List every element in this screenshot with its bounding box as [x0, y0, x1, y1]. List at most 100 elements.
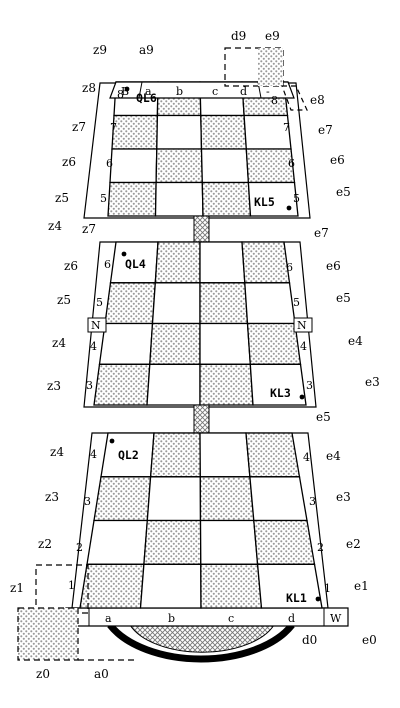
board-square [139, 563, 202, 609]
rank-3-left-mid: 3 [86, 379, 93, 392]
label-d9: d9 [231, 29, 246, 43]
middle-board [93, 241, 307, 406]
label-z9: z9 [93, 43, 107, 57]
rank-1-left-low: 1 [68, 579, 75, 592]
label-e6-top: e6 [330, 153, 345, 167]
board-square [151, 282, 201, 325]
rank-6-left-mid: 6 [104, 258, 111, 271]
file-b-top: b [176, 85, 183, 98]
board-square [199, 363, 254, 406]
rank-8-right: 8 [271, 94, 278, 107]
file-d-top: d [240, 85, 247, 98]
board-square [199, 282, 249, 325]
corner-n-right: N [297, 319, 307, 332]
label-e2-low: e2 [346, 537, 361, 551]
file-d-bottom: d [288, 612, 295, 625]
label-z6-top: z6 [62, 155, 76, 169]
label-e7-top: e7 [318, 123, 333, 137]
rank-4-right-mid: 4 [300, 340, 307, 353]
label-z4-low: z4 [50, 445, 64, 459]
label-e4-mid: e4 [348, 334, 363, 348]
board-square [111, 114, 159, 150]
base-arch [107, 622, 295, 663]
label-e8: e8 [310, 93, 325, 107]
label-e6-mid: e6 [326, 259, 341, 273]
pin-kl1 [315, 596, 321, 602]
board-square [98, 322, 154, 365]
bottom-left-attack-board-square [17, 607, 79, 661]
label-z4-mid: z4 [52, 336, 66, 350]
rank-3-right-low: 3 [309, 495, 316, 508]
board-square [143, 519, 202, 565]
board-square [249, 363, 307, 406]
corner-n-left: N [91, 319, 101, 332]
rank-7-left-top: 7 [110, 121, 117, 134]
board-square [199, 519, 259, 565]
board-square [154, 181, 204, 217]
pin-ql6 [124, 86, 130, 92]
label-e5-top: e5 [336, 185, 351, 199]
rank-6-right-top: 6 [288, 157, 295, 170]
board-square [149, 432, 201, 478]
label-e5-low: e5 [316, 410, 331, 424]
pin-kl3 [299, 394, 305, 400]
label-z2-low: z2 [38, 537, 52, 551]
label-a9: a9 [139, 43, 154, 57]
label-e1-low: e1 [354, 579, 369, 593]
board-square [200, 114, 247, 150]
rank-4-left-mid: 4 [90, 340, 97, 353]
top-level [83, 81, 311, 219]
rank-5-left-top: 5 [100, 192, 107, 205]
board-square [93, 363, 151, 406]
label-z1-low: z1 [10, 581, 24, 595]
board-square [199, 432, 251, 478]
board-square [93, 476, 152, 522]
board-square [149, 322, 201, 365]
rank-4-left-low: 4 [90, 448, 97, 461]
label-e9: e9 [265, 29, 280, 43]
board-square [244, 282, 296, 325]
rank-7-right-top: 7 [283, 121, 290, 134]
file-a-top: a [145, 85, 152, 98]
middle-level [83, 241, 317, 408]
label-z8: z8 [82, 81, 96, 95]
file-c-top: c [212, 85, 218, 98]
piece-ql4: QL4 [125, 257, 146, 271]
rank-5-right-top: 5 [293, 192, 300, 205]
board-square [247, 181, 299, 217]
board-square [104, 282, 156, 325]
corner-b: B [121, 85, 129, 98]
lower-connector-post [193, 404, 210, 434]
upper-connector-post [193, 215, 210, 243]
rank-6-right-mid: 6 [286, 261, 293, 274]
pin-ql4 [121, 251, 127, 257]
pin-ql2 [109, 438, 115, 444]
svg-text:-: - [266, 85, 270, 98]
file-c-bottom: c [228, 612, 234, 625]
board-square [146, 476, 202, 522]
label-z3-mid: z3 [47, 379, 61, 393]
board-square [107, 181, 157, 217]
rank-8-left: 8 [117, 88, 124, 101]
piece-ql2: QL2 [118, 448, 139, 462]
corner-w: W [330, 612, 342, 625]
board-square [245, 432, 301, 478]
rank-3-left-low: 3 [84, 495, 91, 508]
rank-5-left-mid: 5 [96, 296, 103, 309]
rank-2-right-low: 2 [317, 541, 324, 554]
label-z5-mid: z5 [57, 293, 71, 307]
board-square [246, 322, 302, 365]
label-e4-low: e4 [326, 449, 341, 463]
top-right-attack-board-square [258, 48, 283, 86]
label-z3-low: z3 [45, 490, 59, 504]
board-square [199, 241, 246, 284]
bottom-board [79, 432, 323, 609]
label-e3-low: e3 [336, 490, 351, 504]
board-square [200, 563, 263, 609]
rank-2-left-low: 2 [76, 541, 83, 554]
label-e7-mid: e7 [314, 226, 329, 240]
label-e5-mid: e5 [336, 291, 351, 305]
pin-kl5 [286, 205, 292, 211]
rank-4-right-low: 4 [303, 451, 310, 464]
